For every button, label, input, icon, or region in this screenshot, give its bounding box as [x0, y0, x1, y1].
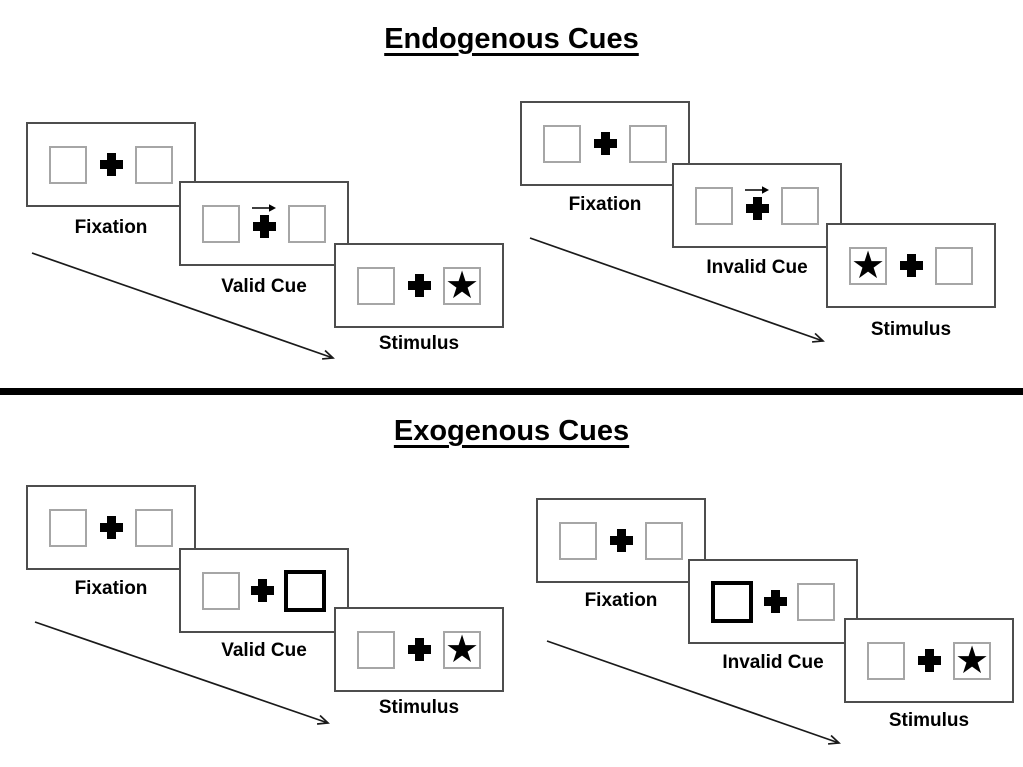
right-placeholder-box	[135, 145, 173, 184]
star-target-box: ★	[443, 626, 481, 671]
left-placeholder-box	[559, 521, 597, 560]
panel-label: Fixation	[74, 578, 148, 599]
panel-label: Stimulus	[870, 319, 952, 340]
stimulus-panel: ★	[334, 607, 504, 692]
timeline-arrow-endogenous-invalid	[529, 237, 825, 343]
cue-arrow-right-icon	[745, 186, 769, 194]
invalid-cue-panel	[688, 559, 858, 644]
left-placeholder-box	[867, 641, 905, 680]
panel-label: Invalid Cue	[706, 257, 808, 278]
left-placeholder-box	[357, 266, 395, 305]
panel-label: Fixation	[74, 217, 148, 238]
panel-label: Fixation	[568, 194, 642, 215]
fixation-cross-icon	[407, 638, 431, 661]
panel-label: Stimulus	[378, 697, 460, 718]
fixation-cross-icon	[99, 153, 123, 176]
panel-label: Stimulus	[378, 333, 460, 354]
fixation-cross-icon	[917, 649, 941, 672]
right-placeholder-box	[135, 508, 173, 547]
fixation-cross-icon	[609, 529, 633, 552]
timeline-arrow-endogenous-valid	[31, 252, 335, 360]
right-placeholder-box	[935, 246, 973, 285]
highlighted-cue-box	[711, 580, 753, 623]
star-target-box: ★	[953, 637, 991, 682]
stimulus-panel: ★	[826, 223, 996, 308]
right-placeholder-box	[288, 204, 326, 243]
fixation-cross-icon	[407, 274, 431, 297]
left-placeholder-box	[49, 508, 87, 547]
left-placeholder-box	[543, 124, 581, 163]
left-placeholder-box	[695, 186, 733, 225]
left-placeholder-box	[357, 630, 395, 669]
section-title-text: Endogenous Cues	[384, 23, 639, 55]
valid-cue-panel	[179, 181, 349, 266]
cue-arrow-right-icon	[252, 204, 276, 212]
valid-cue-panel	[179, 548, 349, 633]
star-icon: ★	[954, 637, 990, 682]
invalid-cue-panel	[672, 163, 842, 248]
fixation-cross-icon	[593, 132, 617, 155]
star-target-box: ★	[849, 242, 887, 287]
panel-label: Stimulus	[888, 710, 970, 731]
fixation-panel	[26, 122, 196, 207]
left-placeholder-box	[202, 571, 240, 610]
fixation-cross-icon	[745, 197, 769, 220]
arrow-cue-over-cross	[251, 203, 277, 238]
panel-label: Valid Cue	[221, 276, 307, 297]
fixation-panel	[536, 498, 706, 583]
arrow-cue-over-cross	[744, 185, 770, 220]
right-placeholder-box	[781, 186, 819, 225]
section-title-exogenous: Exogenous Cues	[0, 414, 1023, 449]
fixation-cross-icon	[99, 516, 123, 539]
fixation-cross-icon	[252, 215, 276, 238]
left-placeholder-box	[49, 145, 87, 184]
star-target-box: ★	[443, 262, 481, 307]
fixation-panel	[520, 101, 690, 186]
section-title-endogenous: Endogenous Cues	[0, 22, 1023, 57]
section-title-text: Exogenous Cues	[393, 415, 630, 447]
panel-label: Invalid Cue	[722, 652, 824, 673]
fixation-panel	[26, 485, 196, 570]
fixation-cross-icon	[250, 579, 274, 602]
fixation-cross-icon	[763, 590, 787, 613]
stimulus-panel: ★	[334, 243, 504, 328]
timeline-arrow-exogenous-valid	[34, 621, 330, 725]
stimulus-panel: ★	[844, 618, 1014, 703]
fixation-cross-icon	[899, 254, 923, 277]
star-icon: ★	[444, 262, 480, 307]
panel-label: Valid Cue	[221, 640, 307, 661]
section-divider	[0, 388, 1023, 395]
right-placeholder-box	[629, 124, 667, 163]
left-placeholder-box	[202, 204, 240, 243]
right-placeholder-box	[797, 582, 835, 621]
highlighted-cue-box	[284, 569, 326, 612]
star-icon: ★	[850, 242, 886, 287]
star-icon: ★	[444, 626, 480, 671]
panel-label: Fixation	[584, 590, 658, 611]
right-placeholder-box	[645, 521, 683, 560]
